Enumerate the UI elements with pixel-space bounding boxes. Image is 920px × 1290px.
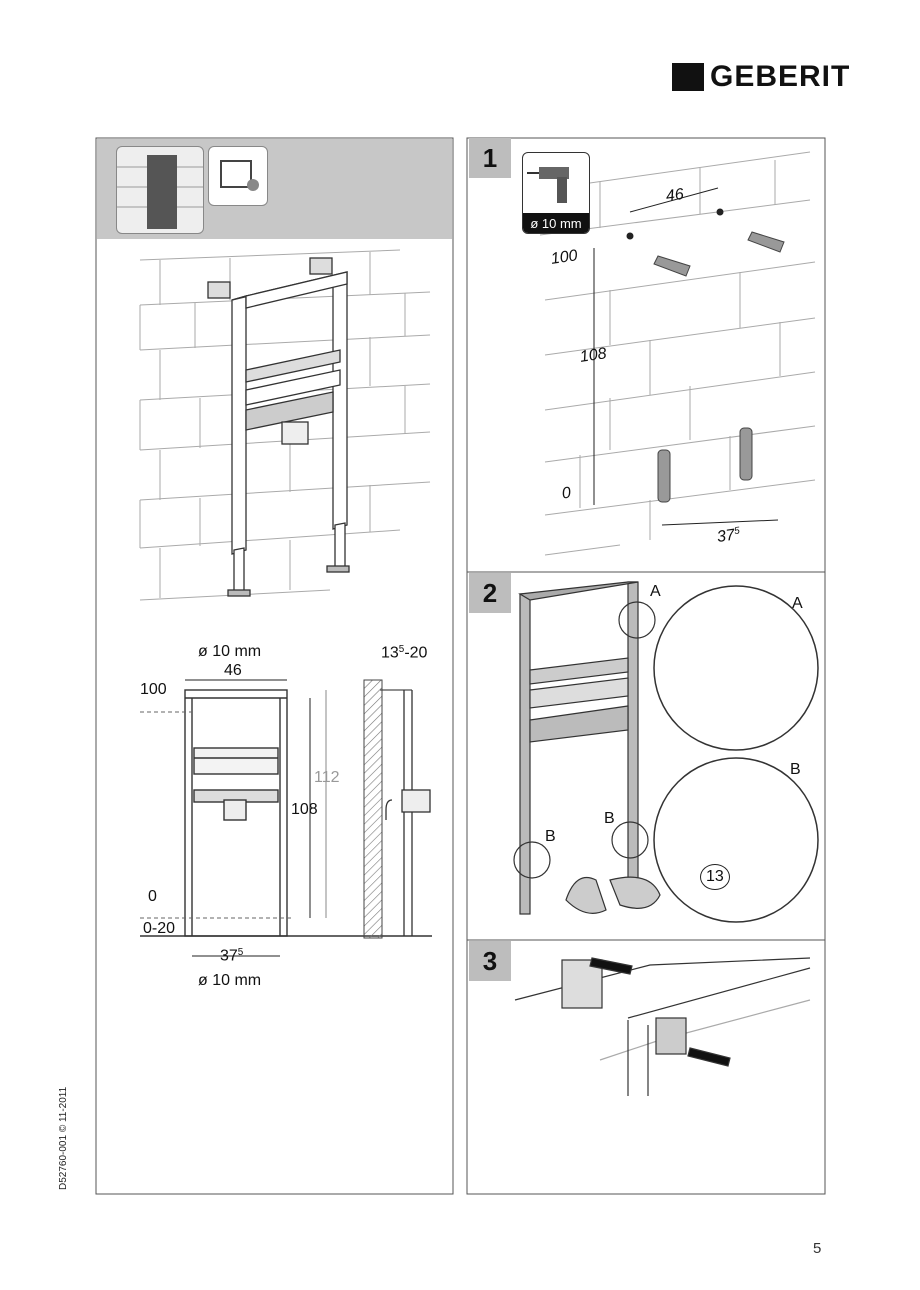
step-1-number: 1 bbox=[469, 138, 511, 178]
foot-spacing-label: 375 bbox=[220, 948, 243, 964]
level-zero-label: 0 bbox=[148, 888, 157, 905]
level-100-label: 100 bbox=[140, 681, 167, 698]
height-label: 108 bbox=[291, 801, 318, 818]
drill-diameter: ø 10 mm bbox=[523, 213, 589, 233]
step1-dimensions bbox=[593, 187, 779, 526]
brick-wall-icon bbox=[117, 155, 203, 229]
step1-foot-spacing-value: 37 bbox=[715, 526, 736, 546]
wall-bracket-icon bbox=[220, 160, 259, 191]
step3-drawing bbox=[514, 957, 811, 1096]
diameter-bottom-label: ø 10 mm bbox=[198, 972, 262, 989]
left-elevation bbox=[140, 689, 432, 937]
step-3-number: 3 bbox=[469, 941, 511, 981]
callout-b-left-label: B bbox=[545, 828, 556, 845]
floor-range-label: 0-20 bbox=[143, 920, 176, 937]
wall-gap-value: 13 bbox=[381, 644, 399, 662]
step1-width-label: 46 bbox=[664, 185, 685, 206]
side-profile bbox=[385, 690, 431, 936]
step2-frame bbox=[513, 581, 819, 923]
foot-spacing-sup: 5 bbox=[237, 947, 244, 958]
left-frame-iso bbox=[207, 257, 350, 597]
right-panel-frame bbox=[466, 137, 826, 1195]
left-floor-lines bbox=[140, 711, 292, 919]
height-total-label: 112 bbox=[314, 769, 340, 786]
bracket-thumbnail bbox=[208, 146, 268, 206]
left-panel-frame bbox=[95, 137, 454, 1195]
step1-foot-spacing: 375 bbox=[715, 525, 741, 546]
drill-badge: ø 10 mm bbox=[522, 152, 590, 234]
wrench-size-label: 13 bbox=[700, 864, 730, 890]
left-dimension-lines bbox=[185, 679, 412, 957]
step1-brick-wall bbox=[539, 151, 816, 556]
left-brick-wall bbox=[139, 249, 431, 601]
wall-section bbox=[363, 679, 383, 939]
wall-gap-rest: -20 bbox=[404, 644, 428, 662]
callout-a-label: A bbox=[650, 583, 661, 600]
callout-b-right-label: B bbox=[604, 810, 615, 827]
wall-gap-label: 135-20 bbox=[381, 645, 427, 661]
diameter-top-label: ø 10 mm bbox=[198, 643, 262, 660]
callout-a-detail-label: A bbox=[792, 595, 803, 612]
logo-wordmark: GEBERIT bbox=[710, 60, 851, 93]
callout-b-detail-label: B bbox=[790, 761, 801, 778]
step1-anchors bbox=[653, 231, 785, 503]
foot-spacing-value: 37 bbox=[220, 947, 238, 965]
logo-mark bbox=[672, 63, 704, 91]
drill-icon bbox=[527, 167, 569, 203]
wall-gap-sup: 5 bbox=[398, 644, 405, 655]
step-2-number: 2 bbox=[469, 573, 511, 613]
wall-thumbnail bbox=[116, 146, 204, 234]
width-label: 46 bbox=[224, 662, 242, 679]
step1-level-zero: 0 bbox=[560, 484, 572, 503]
page-number: 5 bbox=[813, 1240, 822, 1257]
geberit-logo: GEBERIT bbox=[672, 60, 851, 93]
